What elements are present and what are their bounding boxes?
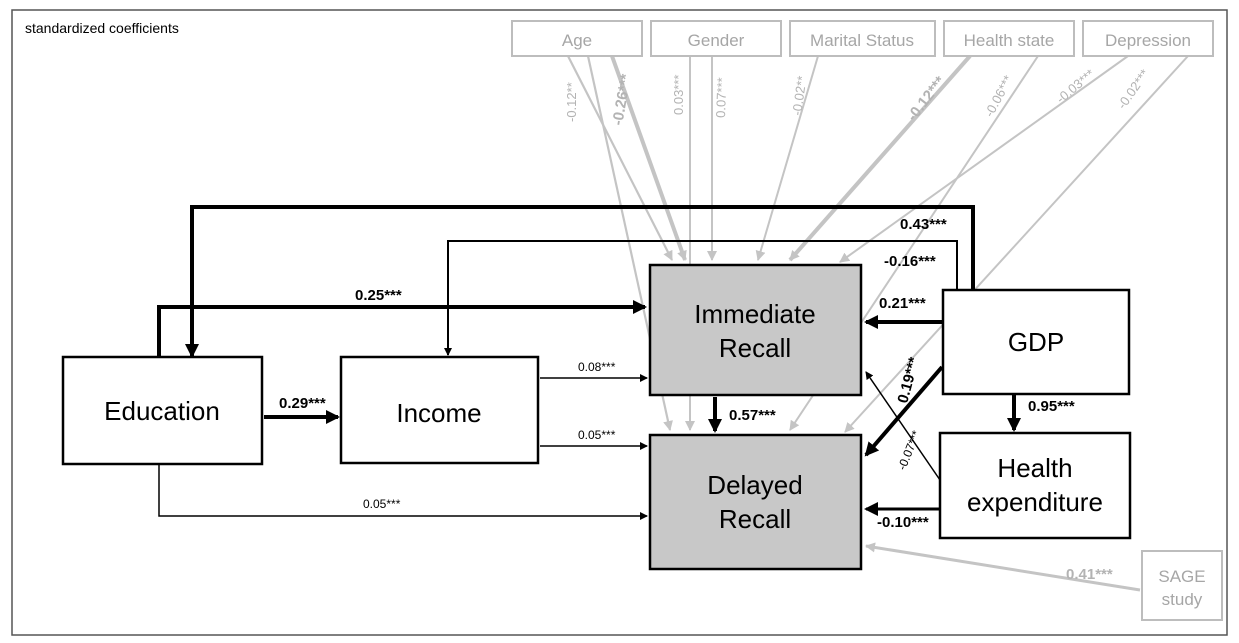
immediate-recall-label-line2: Recall	[719, 333, 791, 363]
gdp-box	[941, 288, 1131, 396]
health-expenditure-label-line1: Health	[997, 453, 1072, 483]
coef-age-immediate: -0.12**	[564, 82, 579, 122]
path-sage-delayed	[865, 542, 1141, 592]
income-box	[339, 355, 540, 465]
covariate-boxes: Age Gender Marital Status Health state D…	[511, 20, 1214, 57]
covariate-gender-box	[650, 20, 782, 57]
education-box	[61, 355, 264, 466]
sage-study-label-line1: SAGE	[1158, 567, 1205, 586]
coef-health-state-immediate: -0.12***	[904, 73, 949, 124]
sage-study-box	[1141, 550, 1223, 621]
coef-gdp-income: -0.16***	[884, 253, 936, 270]
path-gdp-education	[185, 205, 975, 358]
coef-depression-immediate: -0.03***	[1053, 66, 1097, 106]
delayed-recall-label-line2: Recall	[719, 504, 791, 534]
health-expenditure-label-line2: expenditure	[967, 487, 1103, 517]
path-age-immediate	[567, 55, 673, 261]
covariate-depression-label: Depression	[1105, 31, 1191, 50]
path-depression-immediate	[839, 55, 1129, 263]
coef-health-delayed: -0.10***	[877, 514, 929, 531]
path-edu-delayed	[158, 465, 648, 520]
immediate-recall-label-line1: Immediate	[694, 299, 815, 329]
path-gdp-income	[444, 240, 958, 356]
coef-gdp-delayed: 0.19***	[894, 355, 923, 405]
covariate-marital-label: Marital Status	[810, 31, 914, 50]
path-edu-immediate	[157, 300, 647, 356]
coef-marital-immediate: -0.02**	[789, 75, 809, 116]
coef-income-immediate: 0.08***	[578, 360, 616, 374]
covariate-marital-box	[789, 20, 936, 57]
diagram-frame	[11, 9, 1228, 636]
path-depression-delayed	[844, 55, 1189, 433]
coef-gender-immediate: 0.03***	[671, 75, 686, 115]
sage-study-label-line2: study	[1162, 590, 1203, 609]
covariate-age-box	[511, 20, 643, 57]
health-expenditure-box	[938, 431, 1132, 540]
covariate-health-state-label: Health state	[964, 31, 1055, 50]
immediate-recall-box	[648, 263, 863, 397]
income-label: Income	[396, 398, 481, 428]
path-health-state-immediate	[788, 54, 972, 262]
diagram-title: standardized coefficients	[25, 20, 179, 36]
path-marital-immediate	[755, 55, 819, 261]
path-gdp-delayed	[864, 365, 944, 457]
coef-gdp-health: 0.95***	[1028, 398, 1075, 415]
coef-income-delayed: 0.05***	[578, 428, 616, 442]
covariate-depression-box	[1082, 20, 1214, 57]
coef-age-delayed: -0.26***	[609, 73, 635, 127]
covariate-coefficients: -0.12** -0.26*** 0.03*** 0.07*** -0.02**…	[564, 66, 1152, 127]
path-age-immediate-thick	[610, 55, 687, 261]
coef-edu-income: 0.29***	[279, 395, 326, 412]
coef-gdp-immediate: 0.21***	[879, 295, 926, 312]
coef-gender-delayed: 0.07***	[713, 77, 729, 118]
education-label: Education	[104, 396, 220, 426]
coef-sage-delayed: 0.41***	[1066, 566, 1113, 583]
delayed-recall-box	[648, 433, 863, 571]
main-paths	[157, 205, 1021, 520]
path-health-immediate	[865, 371, 941, 481]
coef-depression-delayed: -0.02***	[1114, 66, 1152, 111]
coef-edu-delayed: 0.05***	[363, 497, 401, 511]
coef-edu-immediate: 0.25***	[355, 287, 402, 304]
coef-immediate-delayed: 0.57***	[729, 407, 776, 424]
covariate-health-state-box	[943, 20, 1075, 57]
coef-gdp-education: 0.43***	[900, 216, 947, 233]
delayed-recall-label-line1: Delayed	[707, 470, 802, 500]
main-nodes: Education Income Immediate Recall Delaye…	[61, 263, 1223, 621]
covariate-gender-label: Gender	[688, 31, 745, 50]
covariate-age-label: Age	[562, 31, 592, 50]
gdp-label: GDP	[1008, 327, 1064, 357]
